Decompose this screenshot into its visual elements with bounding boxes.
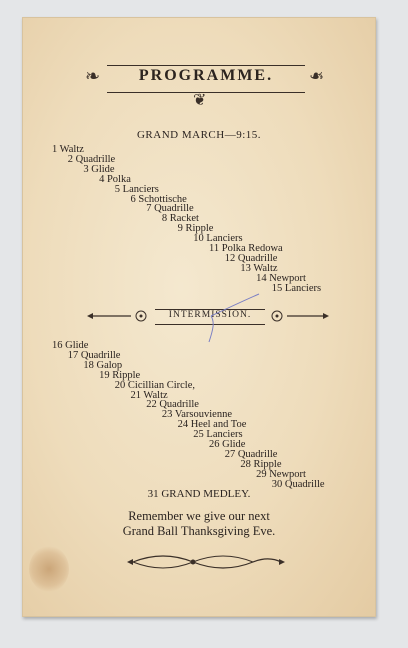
intermission-frame [155,309,265,325]
center-leaf-ornament: ❦ [193,92,207,109]
right-scroll-ornament: ❧ [309,66,325,86]
dance-item: 14 Newport [256,272,306,284]
dance-item: 23 Varsouvienne [161,409,232,421]
title-header: ❧ PROGRAMME. ❧ ❦ [85,62,329,112]
programme-card: ❧ PROGRAMME. ❧ ❦ GRAND MARCH—9:15. 1 Wal… [22,17,376,617]
dance-item: 11 Polka Redowa [209,243,283,254]
dance-item: 5 Lanciers [114,183,159,195]
dance-item: 24 Heel and Toe [177,419,247,431]
dance-item: 29 Newport [256,468,306,480]
dance-item: 1 Waltz [52,144,84,155]
dance-item: 3 Glide [83,163,115,175]
dance-item: 20 Cicillian Circle, [114,379,195,391]
dance-item: 22 Quadrille [146,399,199,411]
programme-title: PROGRAMME. [138,67,274,84]
grand-march: GRAND MARCH—9:15. [136,129,261,141]
title-frame [107,65,305,93]
dance-item: 9 Ripple [177,223,214,235]
reminder-line-2: Grand Ball Thanksgiving Eve. [122,524,276,538]
dance-item: 8 Racket [161,213,199,225]
dance-item: 10 Lanciers [193,233,243,245]
dance-item: 13 Waltz [240,262,278,274]
dance-item: 7 Quadrille [146,203,194,215]
dance-item: 6 Schottische [130,193,187,205]
bottom-ornament [127,555,285,569]
intermission-ornament [87,310,329,322]
grand-medley: 31 GRAND MEDLEY. [147,488,251,500]
reminder-line-1: Remember we give our next [128,509,270,523]
dance-item: 12 Quadrille [224,252,278,264]
dance-item: 27 Quadrille [224,448,278,460]
dance-item: 18 Galop [83,359,123,371]
stain-mark [29,546,69,592]
dance-item: 17 Quadrille [67,349,121,361]
intermission-label: INTERMISSION. [168,310,252,320]
dance-item: 30 Quadrille [271,478,325,490]
dance-item: 25 Lanciers [193,429,243,441]
dance-item: 15 Lanciers [271,282,322,294]
dance-item: 2 Quadrille [67,153,116,165]
dance-item: 4 Polka [99,173,131,185]
dance-item: 19 Ripple [99,369,141,381]
dance-item: 26 Glide [209,439,246,450]
pencil-mark [208,293,260,343]
dance-item: 28 Ripple [240,458,282,470]
dance-item: 16 Glide [52,340,89,351]
dance-item: 21 Waltz [130,389,168,401]
left-scroll-ornament: ❧ [85,66,101,86]
